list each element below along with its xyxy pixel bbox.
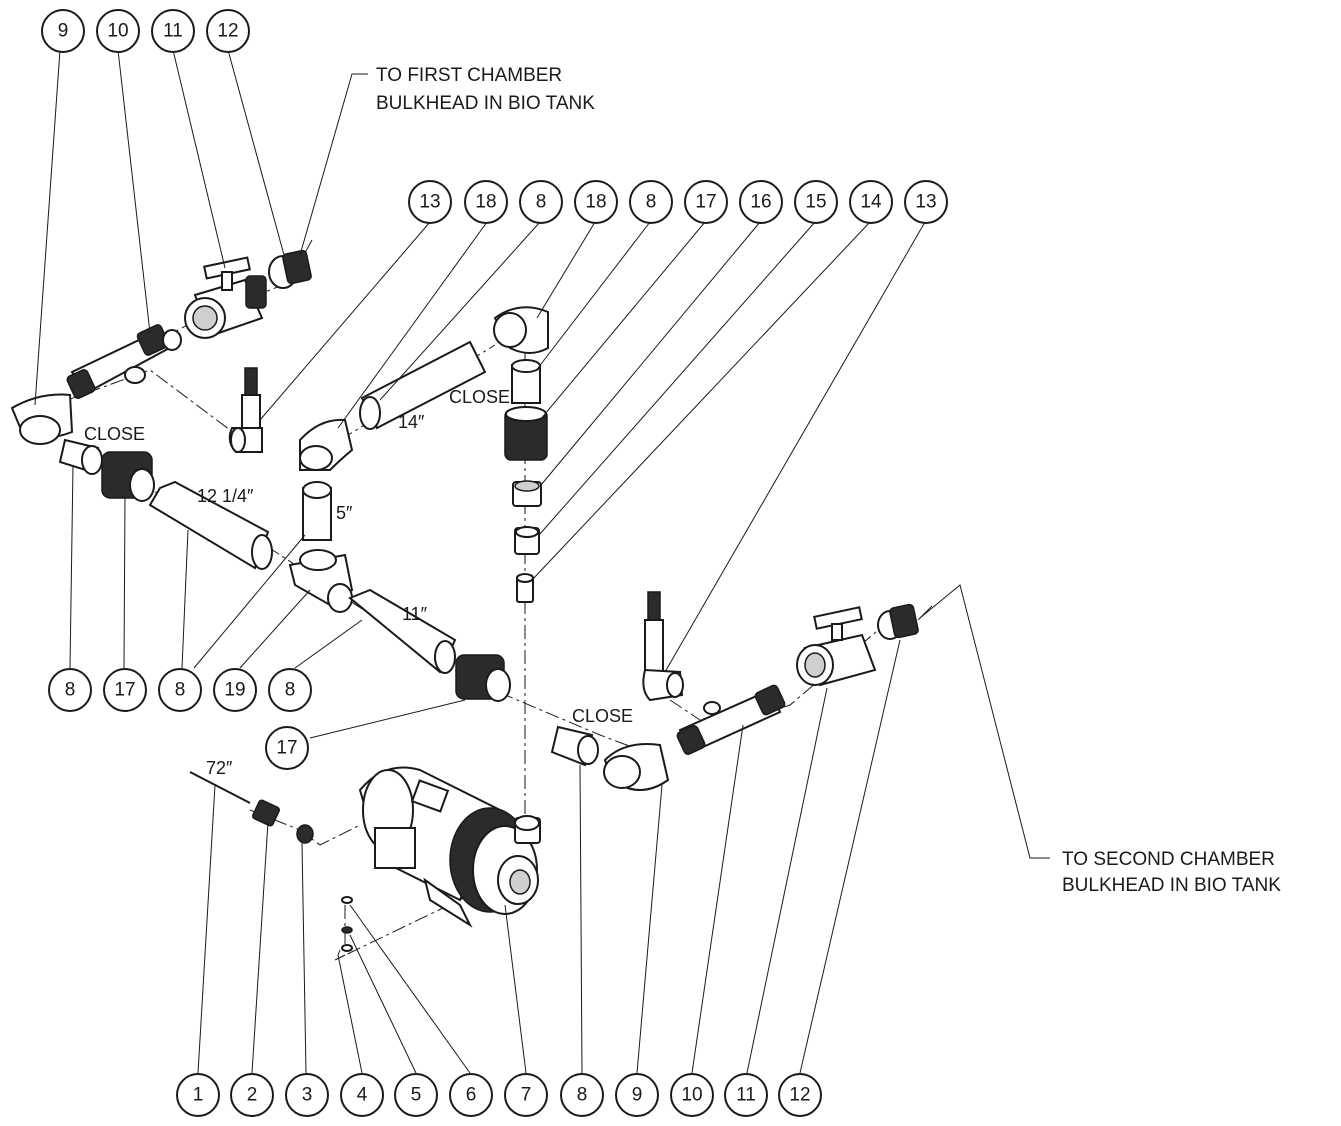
balloon-middle-left-5: 8 (285, 680, 296, 701)
gauge-13-right (642, 591, 684, 702)
second-chamber-note-line2: BULKHEAD IN BIO TANK (1062, 875, 1281, 896)
dimension-labels: CLOSE CLOSE CLOSE 14″ 12 1/4″ 5″ 11″ 72″ (84, 387, 633, 778)
balloon-top-right-6: 17 (695, 192, 716, 213)
balloon-bottom-3: 3 (302, 1085, 313, 1106)
close-label-upper: CLOSE (449, 387, 510, 407)
close-label-right: CLOSE (572, 706, 633, 726)
balloons-top-left: 9 10 11 12 (41, 9, 250, 53)
balloon-bottom-7: 7 (521, 1085, 532, 1106)
balloon-top-right-1: 13 (419, 192, 440, 213)
pump-7 (358, 766, 541, 928)
balloon-bottom-9: 9 (632, 1085, 643, 1106)
balloon-bottom-11: 11 (736, 1085, 756, 1106)
balloon-top-left-4: 12 (217, 21, 238, 42)
length-14in-label: 14″ (398, 412, 425, 432)
balloon-bottom-2: 2 (247, 1085, 258, 1106)
union-17-lower (455, 654, 511, 702)
ball-valve-11-left (184, 256, 267, 339)
elbow-9-left (10, 393, 74, 445)
gauge-13-left (228, 367, 263, 453)
ball-valve-11-right (796, 606, 877, 687)
union-17-left (101, 451, 155, 502)
venturi-10-right (676, 684, 786, 755)
balloon-bottom-12: 12 (789, 1085, 810, 1106)
balloon-top-right-10: 13 (915, 192, 936, 213)
pipe-8-12-25in (148, 480, 273, 570)
first-chamber-note-line1: TO FIRST CHAMBER (376, 65, 562, 86)
balloons-bottom: 1 2 3 4 5 6 7 8 9 10 11 12 (176, 1073, 822, 1117)
balloon-middle-single-1: 17 (276, 738, 297, 759)
pipe-8-14in (359, 340, 487, 430)
balloon-middle-single: 17 (265, 726, 309, 770)
balloons-middle-left: 8 17 8 19 8 (48, 668, 312, 712)
balloon-bottom-5: 5 (411, 1085, 422, 1106)
balloon-bottom-4: 4 (357, 1085, 368, 1106)
balloon-top-left-3: 11 (163, 21, 183, 42)
elbow-18-middle (299, 418, 354, 471)
nipple-14 (516, 573, 534, 603)
bushing-15 (514, 526, 540, 555)
elbow-18-upper (493, 306, 549, 354)
balloon-top-right-3: 8 (536, 192, 547, 213)
pipe-8-5in (302, 481, 332, 541)
nipple-8-close-upper (511, 359, 541, 404)
nipple-8-close-left (58, 438, 103, 475)
nut-3 (296, 824, 314, 844)
leader-lines (34, 49, 1050, 1074)
balloon-top-right-9: 14 (860, 192, 882, 213)
length-12-25in-label: 12 1/4″ (197, 486, 254, 506)
first-chamber-note-line2: BULKHEAD IN BIO TANK (376, 93, 595, 114)
elbow-9-right (603, 743, 670, 791)
balloon-middle-left-2: 17 (114, 680, 135, 701)
hardware-4-5-6 (341, 896, 353, 952)
nipple-8-close-right (550, 725, 599, 767)
balloons-top-right: 13 18 8 18 8 17 16 15 14 13 (408, 180, 948, 224)
balloon-top-left-1: 9 (58, 21, 69, 42)
balloon-middle-left-4: 19 (224, 680, 245, 701)
balloon-bottom-1: 1 (193, 1085, 204, 1106)
length-72in-label: 72″ (206, 758, 233, 778)
venturi-10-left (66, 324, 182, 399)
second-chamber-note-line1: TO SECOND CHAMBER (1062, 849, 1275, 870)
balloon-middle-left-1: 8 (65, 680, 76, 701)
balloon-top-right-2: 18 (475, 192, 496, 213)
balloon-top-right-4: 18 (585, 192, 606, 213)
cord-1 (189, 771, 251, 804)
balloon-bottom-10: 10 (681, 1085, 702, 1106)
balloon-bottom-8: 8 (577, 1085, 588, 1106)
balloon-bottom-6: 6 (466, 1085, 477, 1106)
bushing-16 (512, 480, 542, 507)
balloon-top-right-8: 15 (805, 192, 826, 213)
tee-19 (288, 549, 354, 613)
strain-relief-2 (252, 799, 280, 827)
balloon-top-left-2: 10 (107, 21, 128, 42)
balloon-top-right-5: 8 (646, 192, 657, 213)
close-label-left: CLOSE (84, 424, 145, 444)
balloon-top-right-7: 16 (750, 192, 771, 213)
length-5in-label: 5″ (336, 503, 353, 523)
union-17-upper (504, 406, 548, 461)
adapter-12-right (877, 603, 919, 640)
adapter-12-left (268, 249, 312, 289)
pipe-8-11in (348, 588, 457, 674)
balloon-middle-left-3: 8 (175, 680, 186, 701)
length-11in-label: 11″ (402, 604, 428, 624)
chamber-notes: TO FIRST CHAMBER BULKHEAD IN BIO TANK TO… (376, 65, 1281, 896)
